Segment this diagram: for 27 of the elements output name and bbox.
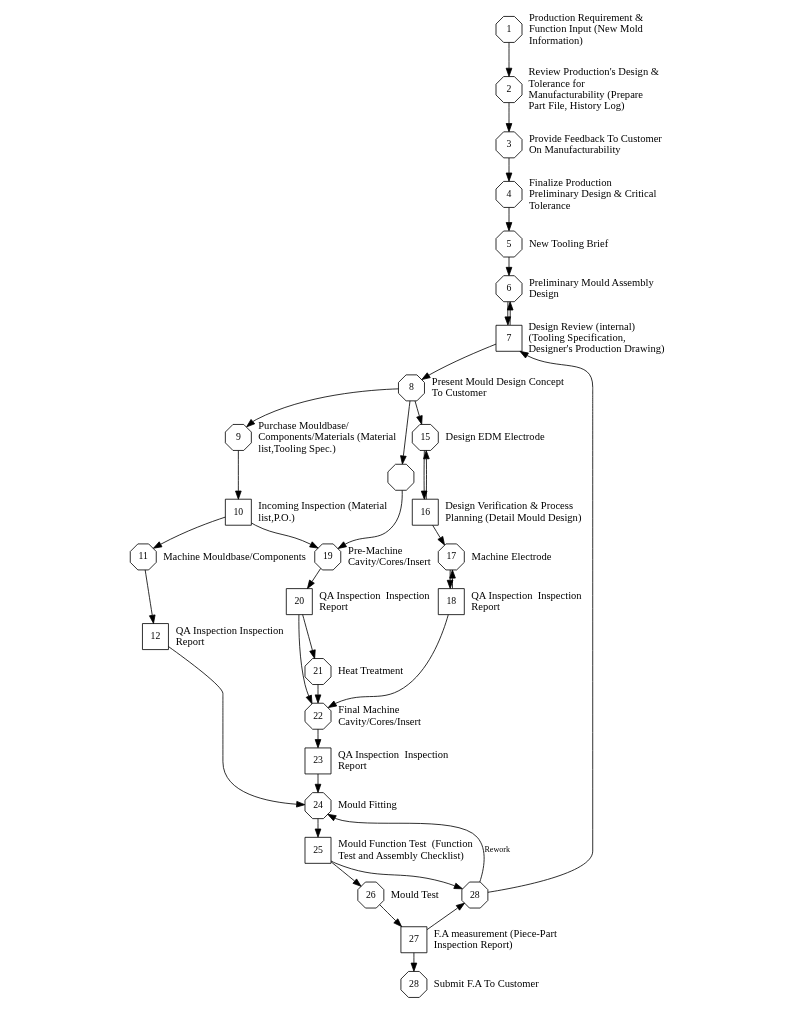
node-label: Pre-Machine Cavity/Cores/Insert — [347, 545, 431, 568]
node-label: Finalize Production Preliminary Design & Critical Tolerance — [528, 176, 656, 211]
node-label: Submit F.A To Customer — [433, 978, 539, 990]
node-label: Present Mould Design Concept To Customer — [431, 375, 564, 399]
node-label: Design Review (internal) (Tooling Specification, Designer's Production Drawing) — [528, 320, 665, 355]
node-label: Review Production's Design & Tolerance for Manufacturability (Prepare Part File, History Log) — [528, 66, 659, 112]
node-label: Mould Function Test (Function Test and Assembly Checklist) — [337, 838, 473, 861]
node-label: Production Requirement & Function Input (New Mold Information) — [528, 11, 643, 46]
node-label: Design EDM Electrode — [445, 431, 545, 443]
edge-label: Rework — [483, 845, 510, 855]
node-label: QA Inspection Inspection Report — [318, 589, 430, 613]
node-label: Mould Test — [390, 888, 439, 900]
node-label: New Tooling Brief — [528, 237, 608, 249]
node-label: Final Machine Cavity/Cores/Insert — [337, 704, 421, 727]
node-label: Preliminary Mould Assembly Design — [528, 276, 654, 300]
node-label: Mould Fitting — [337, 799, 397, 811]
node-label: Provide Feedback To Customer On Manufacturability — [528, 132, 662, 156]
node-label: Heat Treatment — [337, 665, 403, 677]
node-label: Design Verification & Process Planning (Detail Mould Design) — [444, 500, 581, 523]
node-label: Incoming Inspection (Material list,P.O.) — [257, 500, 387, 523]
node-label: Machine Electrode — [471, 550, 552, 562]
node-label: Purchase Mouldbase/ Components/Materials (Material list,Tooling Spec.) — [257, 419, 396, 454]
node-label: QA Inspection Inspection Report — [470, 589, 582, 613]
node-label: Machine Mouldbase/Components — [162, 550, 306, 562]
node-label: QA Inspection Inspection Report — [175, 624, 284, 648]
node-label: F.A measurement (Piece-Part Inspection Report) — [433, 927, 557, 951]
node-label: QA Inspection Inspection Report — [337, 749, 448, 772]
